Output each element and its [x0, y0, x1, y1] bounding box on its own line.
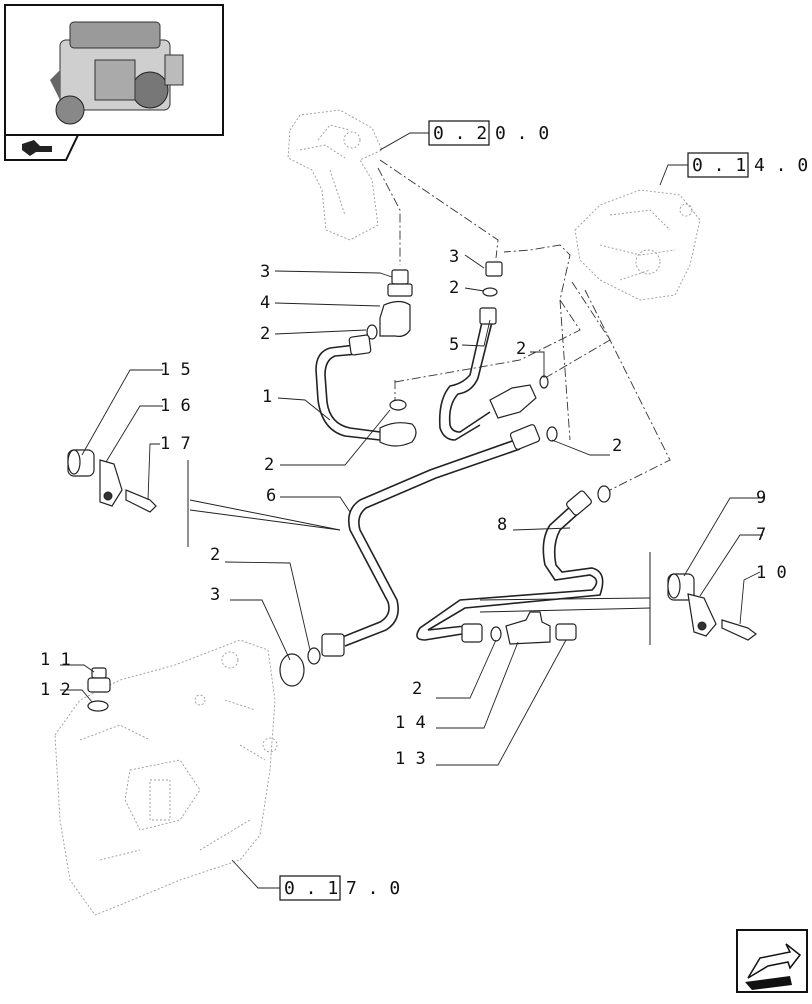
- callout-12[interactable]: 1 2: [40, 680, 71, 700]
- callout-1[interactable]: 1: [262, 387, 272, 407]
- callout-14[interactable]: 1 4: [395, 713, 426, 733]
- right-pump-ghost: [574, 189, 701, 301]
- ref-017-rest-text: 7 . 0: [346, 878, 400, 899]
- bottom-block-ghost: [54, 639, 278, 916]
- pipe-1: [315, 344, 381, 441]
- next-page-button[interactable]: [736, 929, 808, 993]
- fitting-13: [555, 623, 577, 641]
- callout-2[interactable]: 2: [260, 324, 270, 344]
- pipe-8-end-top: [566, 485, 611, 516]
- callout-2[interactable]: 2: [210, 545, 220, 565]
- callout-2[interactable]: 2: [516, 339, 526, 359]
- callout-15[interactable]: 1 5: [160, 360, 191, 380]
- next-page-arrow-icon: [745, 943, 802, 990]
- pump-connector: [489, 375, 549, 419]
- callout-2[interactable]: 2: [264, 455, 274, 475]
- callout-11[interactable]: 1 1: [40, 650, 71, 670]
- fitting-11-12: [87, 667, 111, 712]
- ref-017[interactable]: 0 . 1 7 . 0: [231, 859, 400, 901]
- ref-020-boxed-text: 0 . 2: [433, 123, 487, 144]
- callout-16[interactable]: 1 6: [160, 396, 191, 416]
- pipe-6-end-top: [509, 424, 558, 450]
- back-arrow-icon: [22, 140, 52, 156]
- callout-7[interactable]: 7: [756, 525, 766, 545]
- ref-014[interactable]: 0 . 1 4 . 0: [659, 152, 808, 186]
- ref-020[interactable]: 0 . 2 0 . 0: [379, 120, 549, 151]
- ref-014-rest-text: 4 . 0: [754, 155, 808, 176]
- engine-thumbnail-icon: [50, 21, 184, 125]
- back-button[interactable]: [4, 134, 80, 161]
- pipe-8: [416, 504, 604, 641]
- pipe-8-end-bottom: [461, 623, 502, 643]
- callout-13[interactable]: 1 3: [395, 749, 426, 769]
- oring-2-top-left: [366, 324, 378, 340]
- callout-17[interactable]: 1 7: [160, 434, 191, 454]
- callout-10[interactable]: 1 0: [756, 563, 787, 583]
- callout-6[interactable]: 6: [266, 486, 276, 506]
- fitting-3-top-left: [387, 269, 413, 297]
- callout-9[interactable]: 9: [756, 488, 766, 508]
- ref-014-boxed-text: 0 . 1: [692, 155, 746, 176]
- engine-thumbnail[interactable]: [4, 4, 224, 136]
- callout-3[interactable]: 3: [449, 247, 459, 267]
- callout-2[interactable]: 2: [612, 436, 622, 456]
- pipe-5: [438, 321, 493, 441]
- callout-2[interactable]: 2: [449, 278, 459, 298]
- pipe-1-nut-top: [348, 334, 372, 356]
- leader-lines: [60, 254, 764, 766]
- pipe-6: [339, 439, 521, 647]
- ref-017-boxed-text: 0 . 1: [284, 878, 338, 899]
- pipe-6-end-bottom: [279, 633, 345, 687]
- callout-8[interactable]: 8: [497, 515, 507, 535]
- callout-3[interactable]: 3: [210, 585, 220, 605]
- clip-7-9-10: [667, 573, 757, 641]
- tee-14: [505, 611, 551, 645]
- callout-3[interactable]: 3: [260, 262, 270, 282]
- elbow-4: [379, 300, 411, 337]
- callout-numbers: 3 4 2 1 2 3 2 5 2 2 6 8 2 3 2 1 4 1 3 1 …: [40, 247, 787, 769]
- ref-020-rest-text: 0 . 0: [495, 123, 549, 144]
- center-lines: [377, 159, 671, 496]
- clip-15-16-17: [67, 449, 157, 513]
- pipe-1-banjo: [379, 399, 417, 447]
- callout-4[interactable]: 4: [260, 293, 270, 313]
- callout-2[interactable]: 2: [412, 679, 422, 699]
- top-housing-ghost: [287, 109, 383, 241]
- fitting-3-top-right: [479, 261, 503, 325]
- callout-5[interactable]: 5: [449, 335, 459, 355]
- bracket-lines: [187, 460, 651, 645]
